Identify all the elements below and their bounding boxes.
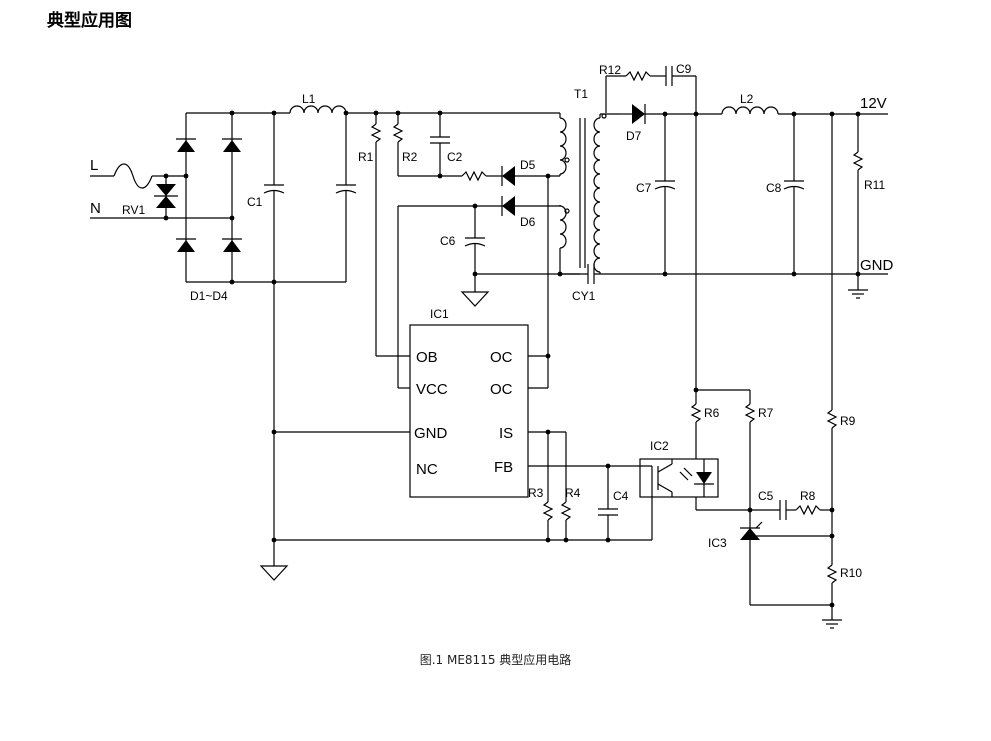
ic1-pin-nc: NC <box>416 461 438 478</box>
primary-ground-icon <box>259 565 289 581</box>
r2-resistor <box>392 113 462 177</box>
label-C8: C8 <box>766 181 782 195</box>
label-IC3: IC3 <box>708 536 727 550</box>
cy1-capacitor <box>560 264 860 284</box>
r8-resistor <box>795 504 835 516</box>
d6-diode <box>397 196 561 389</box>
ic1-pin-fb: FB <box>494 459 513 476</box>
label-L: L <box>90 157 98 174</box>
label-C1: C1 <box>247 195 263 209</box>
label-R12: R12 <box>599 63 621 77</box>
label-R11: R11 <box>864 178 885 192</box>
label-L2: L2 <box>740 92 754 106</box>
r10-resistor <box>822 564 842 629</box>
label-D5: D5 <box>520 158 536 172</box>
label-IC1: IC1 <box>430 307 449 321</box>
c2-capacitor <box>430 113 450 179</box>
bridge-rectifier <box>166 110 242 285</box>
ic1-pin-is: IS <box>499 425 513 442</box>
label-IC2: IC2 <box>650 439 669 453</box>
label-C6: C6 <box>440 234 456 248</box>
label-R2: R2 <box>402 150 418 164</box>
label-D6: D6 <box>520 215 536 229</box>
label-R6: R6 <box>704 406 720 420</box>
ic2-optocoupler <box>639 445 719 540</box>
ic1-controller <box>409 324 529 498</box>
c4-capacitor <box>598 466 618 540</box>
ac-input <box>90 163 232 221</box>
page-title: 典型应用图 <box>47 11 132 31</box>
ic1-pin-gnd: GND <box>414 425 448 442</box>
ic1-pin-ob: OB <box>416 349 438 366</box>
t1-transformer <box>559 113 620 274</box>
label-D7: D7 <box>626 129 642 143</box>
r3-resistor <box>542 432 554 540</box>
label-C7: C7 <box>636 181 652 195</box>
label-R8: R8 <box>800 489 816 503</box>
ic1-pin-oc2: OC <box>490 381 513 398</box>
r1-resistor <box>370 113 410 357</box>
label-C2: C2 <box>447 150 463 164</box>
label-R10: R10 <box>840 566 862 580</box>
label-R4: R4 <box>565 486 581 500</box>
ic1-pin-oc1: OC <box>490 349 513 366</box>
c7-capacitor <box>654 114 676 277</box>
label-L1: L1 <box>302 92 316 106</box>
label-RV1: RV1 <box>122 203 145 217</box>
r9-resistor <box>826 114 838 565</box>
r7-resistor <box>744 390 756 510</box>
label-R7: R7 <box>758 406 774 420</box>
c1-capacitor <box>263 113 285 566</box>
ic3-regulator <box>740 510 835 606</box>
label-GND-out: GND <box>860 257 894 274</box>
r12-resistor <box>605 70 666 113</box>
label-R1: R1 <box>358 150 374 164</box>
c8-capacitor <box>783 114 805 277</box>
r11-resistor <box>848 114 888 299</box>
label-D1D4: D1~D4 <box>190 289 228 303</box>
figure-caption: 图.1 ME8115 典型应用电路 <box>419 653 572 667</box>
d7-diode <box>620 104 722 124</box>
label-R3: R3 <box>528 486 544 500</box>
r4-resistor <box>560 432 572 540</box>
label-T1: T1 <box>574 87 588 101</box>
c5-capacitor <box>779 500 796 520</box>
label-C4: C4 <box>613 489 629 503</box>
label-R9: R9 <box>840 414 856 428</box>
c9-capacitor <box>665 66 697 114</box>
label-CY1: CY1 <box>572 289 596 303</box>
c-bulk-capacitor <box>335 113 357 282</box>
snubber-resistor <box>461 170 502 182</box>
ic1-pin-vcc: VCC <box>416 381 448 398</box>
r6-resistor <box>690 390 702 445</box>
rv1-varistor <box>154 176 178 218</box>
label-C9: C9 <box>676 62 692 76</box>
label-12V: 12V <box>860 95 887 112</box>
label-N: N <box>90 200 101 217</box>
label-C5: C5 <box>758 489 774 503</box>
